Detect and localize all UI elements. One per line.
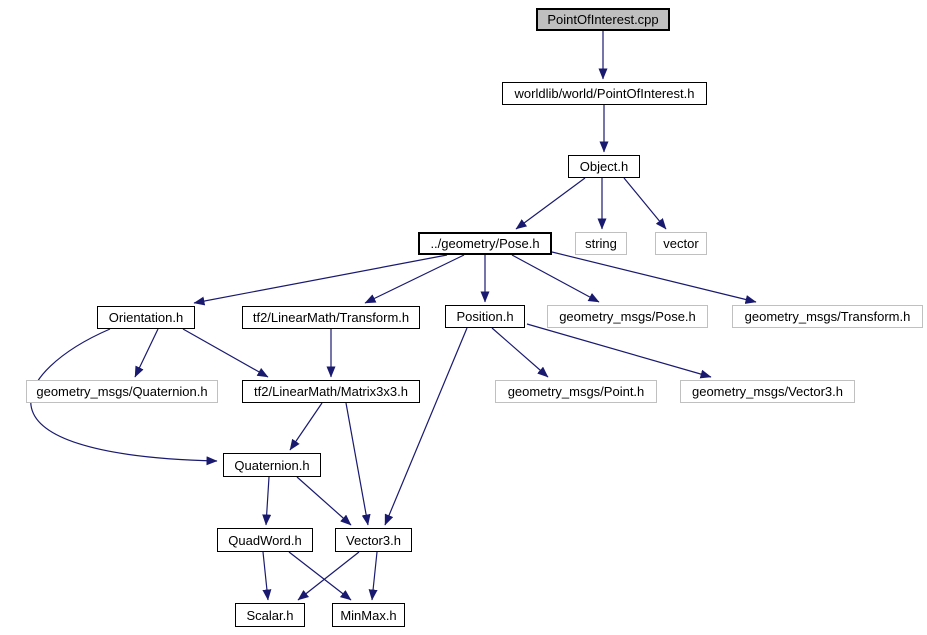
- node-label: worldlib/world/PointOfInterest.h: [514, 86, 695, 101]
- node-gm-pose-h: geometry_msgs/Pose.h: [547, 305, 708, 328]
- edge-quaternion-h-to-vector3-h: [296, 476, 352, 526]
- edge-position-h-to-vector3-h: [384, 327, 468, 526]
- node-label: Scalar.h: [246, 607, 294, 623]
- node-object-h[interactable]: Object.h: [568, 155, 640, 178]
- node-label: Orientation.h: [108, 310, 184, 325]
- node-label: MinMax.h: [340, 607, 397, 623]
- node-label: Position.h: [456, 309, 514, 324]
- node-scalar-h[interactable]: Scalar.h: [235, 603, 305, 627]
- edge-object-h-to-pose-h: [515, 177, 586, 230]
- node-string: string: [575, 232, 627, 255]
- node-label: vector: [663, 236, 699, 251]
- node-position-h[interactable]: Position.h: [445, 305, 525, 328]
- node-gm-point-h: geometry_msgs/Point.h: [495, 380, 657, 403]
- node-gm-quaternion-h: geometry_msgs/Quaternion.h: [26, 380, 218, 403]
- node-label: Quaternion.h: [234, 457, 310, 473]
- node-label: geometry_msgs/Vector3.h: [691, 384, 844, 399]
- node-quadword-h[interactable]: QuadWord.h: [217, 528, 313, 552]
- edge-orientation-h-to-quaternion-h: [30, 328, 218, 466]
- edge-vector3-h-to-scalar-h: [297, 551, 360, 601]
- edge-pose-h-to-gm-transform-h: [551, 251, 757, 304]
- edge-tf2-matrix3x3-h-to-quaternion-h: [289, 402, 323, 451]
- node-orientation-h[interactable]: Orientation.h: [97, 306, 195, 329]
- node-label: geometry_msgs/Point.h: [507, 384, 645, 399]
- node-pose-h[interactable]: ../geometry/Pose.h: [418, 232, 552, 255]
- node-label: geometry_msgs/Quaternion.h: [36, 384, 208, 399]
- node-label: string: [585, 236, 617, 251]
- node-minmax-h[interactable]: MinMax.h: [332, 603, 405, 627]
- node-label: Object.h: [579, 159, 629, 174]
- edge-quadword-h-to-scalar-h: [262, 551, 272, 601]
- edge-tf2-matrix3x3-h-to-vector3-h: [345, 402, 371, 526]
- node-label: tf2/LinearMath/Transform.h: [252, 310, 410, 325]
- node-tf2-transform-h[interactable]: tf2/LinearMath/Transform.h: [242, 306, 420, 329]
- node-tf2-matrix3x3-h[interactable]: tf2/LinearMath/Matrix3x3.h: [242, 380, 420, 403]
- edge-position-h-to-gm-point-h: [491, 327, 549, 378]
- edge-quaternion-h-to-quadword-h: [262, 476, 272, 526]
- node-vector: vector: [655, 232, 707, 255]
- edge-vector3-h-to-minmax-h: [368, 551, 378, 601]
- node-quaternion-h[interactable]: Quaternion.h: [223, 453, 321, 477]
- edge-object-h-to-vector: [623, 177, 667, 230]
- node-label: geometry_msgs/Transform.h: [744, 309, 911, 324]
- node-label: QuadWord.h: [228, 532, 302, 548]
- edge-pose-h-to-gm-pose-h: [511, 254, 600, 303]
- node-label: ../geometry/Pose.h: [430, 236, 540, 251]
- node-worldlib-poi-h[interactable]: worldlib/world/PointOfInterest.h: [502, 82, 707, 105]
- node-gm-vector3-h: geometry_msgs/Vector3.h: [680, 380, 855, 403]
- node-label: tf2/LinearMath/Matrix3x3.h: [254, 384, 408, 399]
- node-poi-cpp: PointOfInterest.cpp: [536, 8, 670, 31]
- edge-position-h-to-gm-vector3-h: [526, 323, 712, 379]
- edge-pose-h-to-tf2-transform-h: [364, 254, 465, 304]
- node-gm-transform-h: geometry_msgs/Transform.h: [732, 305, 923, 328]
- edge-orientation-h-to-gm-quaternion-h: [134, 328, 159, 378]
- node-label: Vector3.h: [346, 532, 401, 548]
- node-label: PointOfInterest.cpp: [547, 12, 659, 27]
- edge-quadword-h-to-minmax-h: [288, 551, 352, 601]
- edge-orientation-h-to-tf2-matrix3x3-h: [182, 328, 269, 378]
- edge-pose-h-to-orientation-h: [193, 254, 448, 306]
- node-label: geometry_msgs/Pose.h: [559, 309, 696, 324]
- node-vector3-h[interactable]: Vector3.h: [335, 528, 412, 552]
